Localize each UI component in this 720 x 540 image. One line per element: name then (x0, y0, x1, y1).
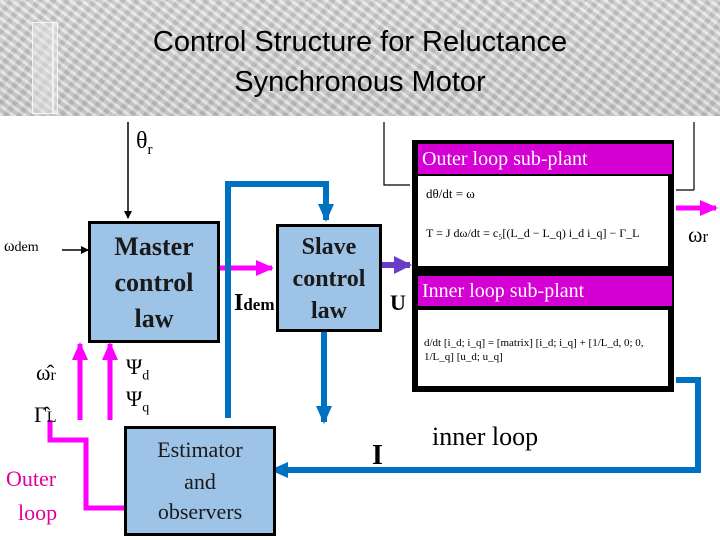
master-control-law-block: Master control law (88, 221, 220, 343)
estimator-block: Estimator and observers (124, 426, 276, 536)
psi-d-label: Ψd (126, 354, 150, 384)
u-label: U (390, 290, 406, 315)
outer-loop-path (47, 420, 124, 511)
estimator-label-line3: observers (157, 499, 243, 524)
estimator-label-line2: and (184, 469, 216, 494)
slave-control-law-block: Slave control law (276, 224, 382, 332)
i-dem-label: Idem (234, 290, 275, 316)
outer-loop-label-line1: Outer (6, 466, 57, 491)
i-feedback-label: I (372, 440, 383, 471)
master-label-line2: control (114, 268, 194, 297)
omega-hat-label: ω̂r (36, 360, 56, 385)
inner-equation: d/dt [i_d; i_q] = [matrix] [i_d; i_q] + … (424, 337, 644, 364)
outer-equation-1: dθ/dt = ω (426, 186, 475, 201)
slave-label-line1: Slave (301, 234, 357, 260)
plant-block: Outer loop sub-plant dθ/dt = ω T = J dω/… (412, 140, 674, 392)
title-banner: Control Structure for Reluctance Synchro… (0, 0, 720, 116)
outer-equation-2: T = J dω/dt = c₅[(L_d − L_q) i_d i_q] − … (426, 226, 640, 240)
inner-plant-header: Inner loop sub-plant (418, 276, 672, 306)
psi-q-label: Ψq (126, 386, 150, 416)
omega-r-output-label: ωr (688, 222, 709, 247)
inner-loop-feedback (270, 377, 701, 478)
inner-loop-label: inner loop (432, 422, 539, 451)
outer-loop-label-line2: loop (18, 500, 58, 525)
estimator-label-line1: Estimator (157, 437, 243, 462)
page-title-line-1: Control Structure for Reluctance (152, 26, 568, 58)
slave-label-line3: law (311, 298, 347, 324)
reference-line (383, 122, 410, 186)
master-label-line1: Master (114, 232, 194, 261)
omega-dem-label: ωdem (4, 238, 39, 255)
master-label-line3: law (134, 304, 174, 333)
estimator-to-slave-loop (225, 181, 334, 418)
banner-decoration (52, 22, 58, 114)
outer-plant-equations: dθ/dt = ω T = J dω/dt = c₅[(L_d − L_q) i… (418, 176, 668, 266)
page-title-line-2: Synchronous Motor (234, 66, 486, 98)
outer-plant-header: Outer loop sub-plant (418, 144, 672, 174)
theta-r-label: θr (136, 128, 153, 158)
inner-plant-equations: d/dt [i_d; i_q] = [matrix] [i_d; i_q] + … (418, 310, 668, 386)
slave-label-line2: control (292, 266, 366, 292)
gamma-hat-label: Γ̂L (34, 402, 57, 427)
